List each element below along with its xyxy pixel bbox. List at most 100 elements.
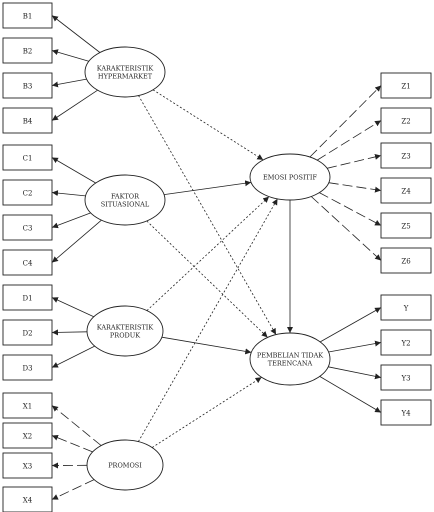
indicator-x2: X2: [2, 422, 53, 449]
indicator-box: [2, 72, 53, 99]
indicator-box: [2, 179, 53, 206]
indicator-x1: X1: [2, 392, 53, 419]
measurement-arrow-kh-b2: [51, 49, 89, 62]
measurement-arrow-pr-x4: [51, 479, 95, 500]
construct-label-line: KARAKTERISTIK: [97, 324, 154, 332]
measurement-arrow-pt-y2: [328, 340, 382, 353]
indicator-label: Y3: [400, 375, 410, 383]
indicator-b1: B1: [2, 2, 53, 29]
measurement-arrow-fs-c2: [51, 190, 86, 197]
indicator-box: [380, 294, 432, 321]
indicator-b2: B2: [2, 37, 53, 64]
indicator-box: [2, 144, 53, 171]
indicator-y1: Y: [380, 294, 432, 321]
construct-label-line: FAKTOR: [111, 193, 140, 201]
path-arrow-pr-pt: [151, 376, 262, 448]
measurement-arrow-pt-y1: [320, 307, 382, 343]
construct-label-line: PEMBELIAN TIDAK: [257, 352, 323, 360]
measurement-arrow-pt-y4: [319, 376, 382, 413]
indicator-label: C2: [23, 190, 33, 198]
indicator-label: X4: [23, 497, 33, 505]
measurement-arrow-ep-z2: [316, 120, 382, 161]
indicator-c1: C1: [2, 144, 53, 171]
indicator-box: [380, 72, 432, 99]
construct-label-line: PRODUK: [110, 332, 140, 340]
indicator-c3: C3: [2, 214, 53, 241]
indicator-x4: X4: [2, 486, 53, 512]
measurement-arrow-fs-c1: [51, 157, 96, 184]
indicator-d2: D2: [2, 319, 53, 346]
indicator-box: [380, 142, 432, 169]
indicator-label: Z1: [401, 83, 410, 91]
measurement-arrow-kp-d1: [51, 297, 94, 318]
indicator-label: B2: [23, 48, 33, 56]
indicator-label: D1: [22, 295, 32, 303]
indicator-box: [2, 354, 53, 381]
indicator-label: Y2: [400, 340, 410, 348]
indicator-box: [380, 247, 432, 274]
measurement-arrow-kp-d3: [51, 345, 95, 368]
measurement-arrow-ep-z1: [309, 85, 382, 158]
construct-ellipse: [86, 439, 164, 491]
indicator-x3: X3: [2, 452, 53, 479]
path-arrow-pr-ep: [138, 198, 278, 442]
indicator-d3: D3: [2, 354, 53, 381]
indicator-box: [2, 249, 53, 276]
indicator-label: Y: [403, 305, 409, 313]
path-arrow-fs-pt: [146, 220, 268, 338]
indicator-y4: Y4: [380, 399, 432, 426]
measurement-arrow-ep-z3: [326, 153, 382, 169]
indicator-label: Z3: [401, 153, 410, 161]
indicator-label: D3: [22, 365, 32, 373]
indicator-box: [2, 452, 53, 479]
indicator-label: X1: [23, 403, 32, 411]
indicator-box: [380, 329, 432, 356]
measurement-arrow-pr-x1: [51, 405, 102, 446]
indicator-box: [380, 364, 432, 391]
indicator-label: C1: [23, 155, 33, 163]
path-arrow-kp-ep: [146, 196, 270, 311]
indicator-label: Z6: [401, 258, 411, 266]
measurement-arrow-fs-c4: [51, 219, 102, 263]
measurement-arrow-fs-c3: [51, 212, 91, 229]
measurement-arrow-ep-z5: [319, 192, 382, 226]
indicator-label: Y4: [400, 410, 411, 418]
measurement-arrow-kh-b3: [51, 78, 87, 88]
indicator-label: C3: [23, 225, 33, 233]
construct-label-line: EMOSI POSITIF: [263, 174, 317, 182]
indicator-box: [2, 284, 53, 311]
indicator-label: Z2: [401, 118, 410, 126]
path-arrow-fs-ep: [163, 180, 252, 195]
construct-ellipse: [249, 153, 331, 201]
indicator-y2: Y2: [380, 329, 432, 356]
indicator-label: X3: [23, 463, 32, 471]
indicator-y3: Y3: [380, 364, 432, 391]
indicator-box: [2, 422, 53, 449]
construct-label-line: HYPERMARKET: [98, 73, 153, 81]
construct-ellipses-layer: KARAKTERISTIKHYPERMARKETFAKTORSITUASIONA…: [84, 46, 331, 491]
measurement-arrow-ep-z6: [310, 196, 382, 261]
indicator-box: [2, 319, 53, 346]
indicator-box: [2, 37, 53, 64]
indicator-z6: Z6: [380, 247, 432, 274]
indicator-label: X2: [23, 433, 32, 441]
construct-ellipse: [84, 46, 166, 98]
construct-ellipse: [84, 174, 166, 226]
construct-label-line: KARAKTERISTIK: [97, 65, 154, 73]
indicator-z4: Z4: [380, 177, 432, 204]
indicator-label: Z4: [401, 188, 411, 196]
construct-ellipse: [249, 332, 331, 386]
indicator-box: [2, 392, 53, 419]
measurement-arrow-kp-d2: [51, 329, 88, 336]
measurement-arrow-pt-y3: [328, 366, 382, 380]
measurement-arrow-kh-b1: [51, 15, 101, 53]
indicator-box: [380, 399, 432, 426]
indicator-z1: Z1: [380, 72, 432, 99]
indicator-box: [2, 107, 53, 134]
indicator-z2: Z2: [380, 107, 432, 134]
indicator-box: [380, 107, 432, 134]
